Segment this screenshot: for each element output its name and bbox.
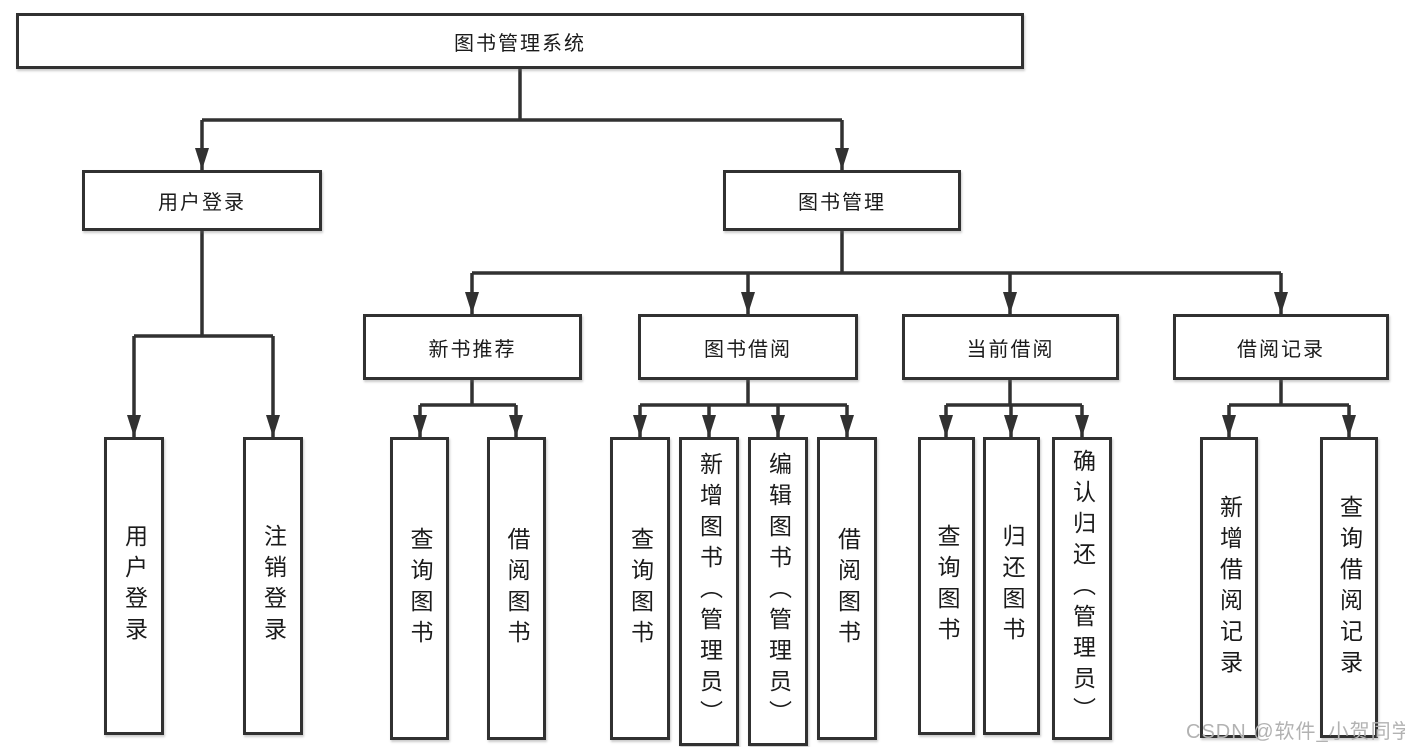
leaf-query-borrow-record: 查询借阅记录 [1320,437,1378,738]
leaf-borrow-books: 借阅图书 [817,437,877,740]
leaf-add-book-admin: 新增图书（管理员） [679,437,739,746]
node-book-borrow: 图书借阅 [638,314,858,380]
leaf-edit-book-admin-label: 编辑图书（管理员） [765,452,792,731]
node-borrow-records: 借阅记录 [1173,314,1389,380]
node-root: 图书管理系统 [16,13,1024,69]
node-root-label: 图书管理系统 [454,32,586,55]
node-current-borrow: 当前借阅 [902,314,1119,380]
leaf-query-books-borrow: 查询图书 [610,437,670,740]
leaf-query-books-recommend-label: 查询图书 [407,526,433,651]
leaf-borrow-books-recommend: 借阅图书 [487,437,546,740]
node-book-management: 图书管理 [723,170,961,231]
leaf-logout: 注销登录 [243,437,303,735]
leaf-return-book: 归还图书 [983,437,1040,735]
leaf-edit-book-admin: 编辑图书（管理员） [748,437,808,746]
leaf-borrow-books-label: 借阅图书 [834,526,861,651]
node-new-book-recommend-label: 新书推荐 [428,338,517,361]
node-book-management-label: 图书管理 [798,192,886,214]
leaf-add-borrow-record-label: 新增借阅记录 [1216,494,1243,681]
leaf-return-book-label: 归还图书 [999,524,1025,648]
leaf-user-login-label: 用户登录 [121,524,148,648]
node-new-book-recommend: 新书推荐 [363,314,582,380]
leaf-query-books-recommend: 查询图书 [390,437,449,740]
leaf-borrow-books-recommend-label: 借阅图书 [504,526,530,651]
leaf-confirm-return-admin: 确认归还（管理员） [1052,437,1112,740]
leaf-user-login: 用户登录 [104,437,164,735]
csdn-watermark: CSDN @软件_小贺同学 [1186,721,1405,743]
leaf-query-books-borrow-label: 查询图书 [627,526,654,651]
node-borrow-records-label: 借阅记录 [1237,338,1325,361]
leaf-query-books-current: 查询图书 [918,437,975,735]
node-user-login: 用户登录 [82,170,322,231]
leaf-query-borrow-record-label: 查询借阅记录 [1336,494,1363,681]
node-current-borrow-label: 当前借阅 [966,338,1055,361]
leaf-add-book-admin-label: 新增图书（管理员） [696,452,723,731]
node-book-borrow-label: 图书借阅 [704,338,792,361]
leaf-add-borrow-record: 新增借阅记录 [1200,437,1258,738]
leaf-confirm-return-admin-label: 确认归还（管理员） [1069,449,1096,728]
node-user-login-label: 用户登录 [158,192,246,214]
leaf-query-books-current-label: 查询图书 [934,524,960,648]
leaf-logout-label: 注销登录 [260,524,287,648]
